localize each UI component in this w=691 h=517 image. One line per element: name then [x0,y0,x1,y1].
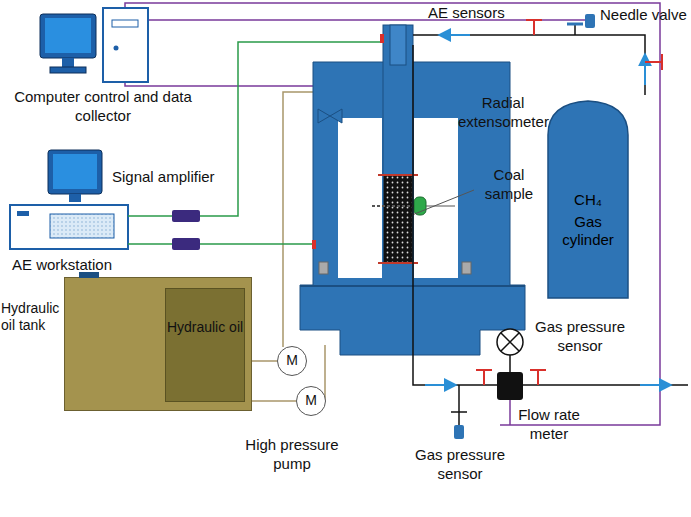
oil-pipe [252,360,277,362]
pump-motor: M [277,346,307,376]
oil-pipe [252,400,296,402]
part-label: Needle valve [600,6,688,25]
computer-icon [40,8,148,82]
tank-heading: Hydraulic oil tank [1,300,61,334]
flow-meter [497,372,523,400]
pump-motor: M [296,386,326,416]
flow-arrow [425,35,670,385]
part-label: Computer control and data collector [8,88,198,126]
amplifier-box [172,238,200,250]
sample-cap [378,175,418,263]
part-label: Gas pressure sensor [410,446,510,484]
oil-fill: Hydraulic oil [165,288,245,402]
leader-line [426,206,455,207]
part-label: Coal sample [476,166,542,204]
node-text: Gas cylinder [545,209,631,249]
node-text: M [278,347,306,374]
pressure-gauge [497,329,523,355]
workstation-icon [10,150,128,249]
amplifier-box [172,210,200,222]
part-label: Flow rate meter [514,406,584,444]
gas-line [413,35,688,425]
node-text: M [297,387,325,414]
ae-sensor [312,240,316,249]
part-label: Signal amplifier [112,168,234,187]
coal-sample [384,175,412,263]
needle-valve [567,14,595,35]
node-text: Hydraulic oil [166,289,244,336]
valve-mark [476,20,662,385]
part-label: Gas pressure sensor [530,318,630,356]
extensometer-chain [372,205,414,207]
oil-tank: Hydraulic oilHydraulic oil tank [64,277,252,411]
leader-line [412,190,474,215]
gas-cylinder: CH₄Gas cylinder [545,95,631,301]
signal-wire [125,3,660,433]
node-text: CH₄ [545,95,631,209]
part-label: AE workstation [12,256,132,275]
part-label: Radial extensometer [458,94,548,132]
pressure-sensor [451,412,467,439]
part-label: AE sensors [428,4,518,23]
part-label: High pressure pump [242,436,342,474]
ae-sensor [380,34,384,43]
